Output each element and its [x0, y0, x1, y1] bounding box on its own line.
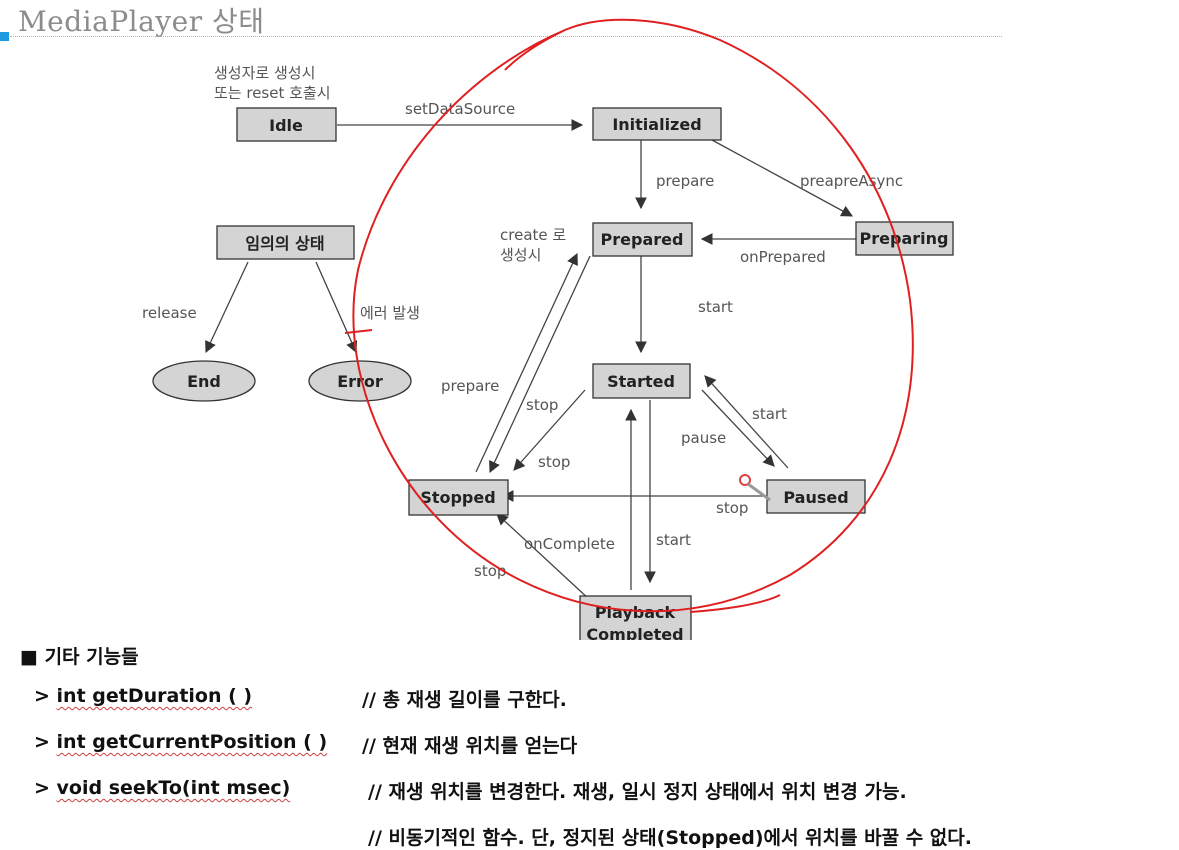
- state-preparing-label: Preparing: [860, 229, 949, 248]
- arrow-stop-playback: [496, 513, 591, 601]
- state-initialized-label: Initialized: [612, 115, 701, 134]
- method-getduration: int getDuration ( ): [56, 685, 253, 707]
- state-end: [152, 360, 256, 402]
- state-stopped: [408, 479, 509, 516]
- arrow-pause: [701, 389, 775, 467]
- item-prefix: >: [34, 777, 57, 799]
- state-diagram: Idle Initialized Prepared Preparing Star…: [142, 18, 954, 640]
- extras-item-2: > void seekTo(int msec): [34, 777, 290, 799]
- state-end-label: End: [187, 372, 221, 391]
- state-playback-label-2: Completed: [586, 625, 683, 640]
- state-stopped-label: Stopped: [420, 488, 495, 507]
- label-start-prepared: start: [698, 298, 733, 316]
- state-initialized: [592, 107, 722, 141]
- cursor-ring: [739, 474, 751, 486]
- label-start-paused: start: [752, 405, 787, 423]
- state-playback-completed: [579, 595, 692, 640]
- item-prefix: >: [34, 731, 57, 753]
- red-circle-annotation: [352, 18, 914, 613]
- state-idle: [236, 107, 337, 142]
- state-started-label: Started: [607, 372, 675, 391]
- label-pause: pause: [681, 429, 726, 447]
- label-prepare: prepare: [656, 172, 714, 190]
- title-divider: [10, 36, 1002, 37]
- state-preparing: [855, 221, 954, 256]
- item-prefix: >: [34, 685, 57, 707]
- arrow-error: [315, 261, 358, 354]
- state-paused-label: Paused: [783, 488, 848, 507]
- state-any-label: 임의의 상태: [245, 234, 324, 253]
- state-prepared-label: Prepared: [601, 230, 684, 249]
- arrow-start-paused: [704, 375, 789, 469]
- label-release: release: [142, 304, 197, 322]
- label-stop-playback: stop: [474, 562, 506, 580]
- create-note-2: 생성시: [500, 246, 541, 264]
- arrow-prepare-stopped: [475, 252, 578, 473]
- extras-heading: ■ 기타 기능들: [20, 646, 139, 668]
- state-started: [592, 363, 691, 399]
- arrow-prepareasync: [711, 139, 854, 217]
- label-stop-paused: stop: [716, 499, 748, 517]
- idle-note-2: 또는 reset 호출시: [214, 84, 331, 102]
- state-idle-label: Idle: [269, 116, 303, 135]
- comment-getduration: // 총 재생 길이를 구한다.: [362, 689, 567, 711]
- cursor-pen: [747, 482, 771, 502]
- label-onprepared: onPrepared: [740, 248, 826, 266]
- red-tick-annotation: [344, 329, 373, 334]
- page-title: MediaPlayer 상태: [18, 5, 265, 38]
- state-paused: [766, 479, 866, 514]
- label-stop-started: stop: [526, 396, 558, 414]
- state-error-label: Error: [337, 372, 383, 391]
- state-error: [308, 360, 412, 402]
- comment-getcurrentposition: // 현재 재생 위치를 얻는다: [362, 735, 578, 757]
- label-start-playback: start: [656, 531, 691, 549]
- red-tail-annotation: [689, 594, 781, 613]
- state-any: [216, 225, 355, 260]
- title-marker: [0, 32, 9, 41]
- arrow-release: [205, 261, 249, 354]
- arrow-stop-prepared: [489, 255, 591, 474]
- extras-item-0: > int getDuration ( ): [34, 685, 252, 707]
- state-prepared: [592, 222, 693, 257]
- label-error-occurred: 에러 발생: [360, 304, 420, 322]
- label-setdatasource: setDataSource: [405, 100, 515, 118]
- state-playback-label-1: Playback: [595, 603, 676, 622]
- label-stop-started-2: stop: [538, 453, 570, 471]
- label-prepare-stopped: prepare: [441, 377, 499, 395]
- comment-seekto: // 재생 위치를 변경한다. 재생, 일시 정지 상태에서 위치 변경 가능.: [368, 781, 907, 803]
- idle-note-1: 생성자로 생성시: [214, 64, 315, 82]
- label-prepareasync: preapreAsync: [800, 172, 903, 190]
- arrow-stop-started: [513, 389, 586, 471]
- method-getcurrentposition: int getCurrentPosition ( ): [56, 731, 328, 753]
- create-note-1: create 로: [500, 226, 566, 244]
- extras-item-1: > int getCurrentPosition ( ): [34, 731, 327, 753]
- comment-seekto-continuation: // 비동기적인 함수. 단, 정지된 상태(Stopped)에서 위치를 바꿀…: [368, 827, 972, 849]
- method-seekto: void seekTo(int msec): [56, 777, 291, 799]
- label-oncomplete: onComplete: [524, 535, 615, 553]
